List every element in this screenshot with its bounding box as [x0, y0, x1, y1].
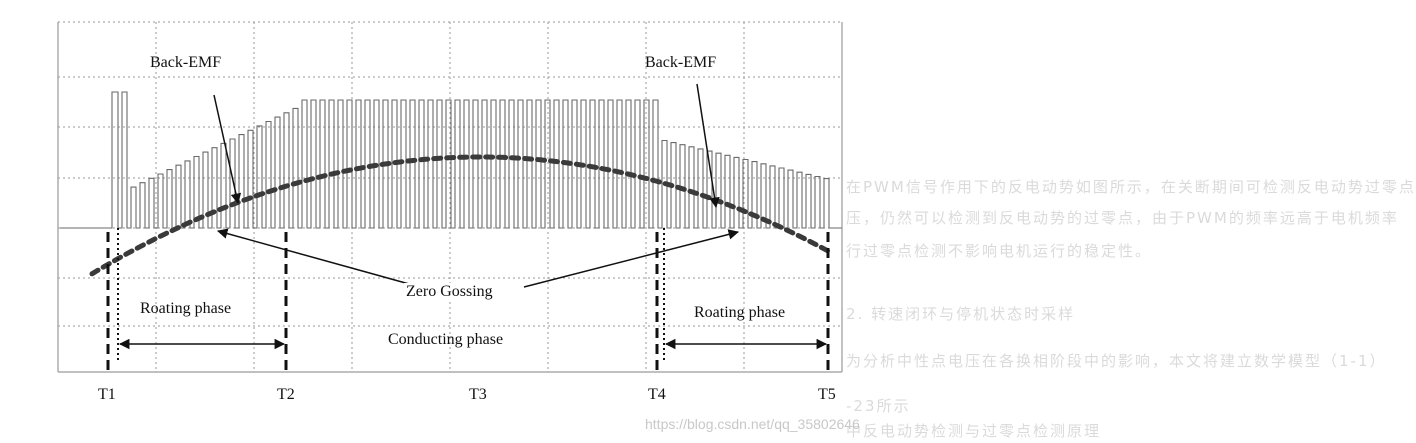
zero-crossing-pointer-right	[523, 229, 740, 288]
bg-text-3: 行过零点检测不影响电机运行的稳定性。	[846, 242, 1153, 260]
bg-text-2: 压，仍然可以检测到反电动势的过零点，由于PWM的频率远高于电机频率	[846, 209, 1399, 227]
t1-label: T1	[98, 386, 116, 403]
zero-crossing-label: Zero Gossing	[404, 283, 495, 301]
bg-text-7: 中反电动势检测与过零点检测原理	[846, 422, 1102, 440]
t2-label: T2	[277, 386, 295, 403]
t5-label: T5	[818, 386, 836, 403]
zero-crossing-pointer-left	[216, 228, 421, 288]
diagram-stage: 在PWM信号作用下的反电动势如图所示，在关断期间可检测反电动势过零点 压，仍然可…	[57, 21, 1414, 440]
back-emf-left-pointer	[213, 94, 242, 205]
rotating-phase-right-label: Roating phase	[694, 304, 786, 321]
bg-text-6: -23所示	[846, 397, 911, 415]
pwm-waveform	[60, 91, 842, 229]
back-emf-curve	[89, 154, 835, 277]
pwm-pulse-train	[60, 91, 842, 229]
conducting-phase-label: Conducting phase	[388, 331, 504, 348]
rotating-phase-left-label: Roating phase	[140, 300, 232, 317]
bg-text-4: 2. 转速闭环与停机状态时采样	[846, 305, 1076, 323]
t4-label: T4	[648, 386, 666, 403]
watermark-text: https://blog.csdn.net/qq_35802646	[645, 416, 860, 432]
back-emf-right-pointer	[696, 83, 720, 209]
t3-label: T3	[469, 386, 487, 403]
waveform-plot	[57, 21, 843, 373]
bg-text-1: 在PWM信号作用下的反电动势如图所示，在关断期间可检测反电动势过零点	[846, 178, 1416, 196]
back-emf-right-label: Back-EMF	[645, 54, 717, 71]
back-emf-left-label: Back-EMF	[150, 54, 222, 71]
bg-text-5: 为分析中性点电压在各换相阶段中的影响，本文将建立数学模型（1-1）	[846, 352, 1387, 370]
